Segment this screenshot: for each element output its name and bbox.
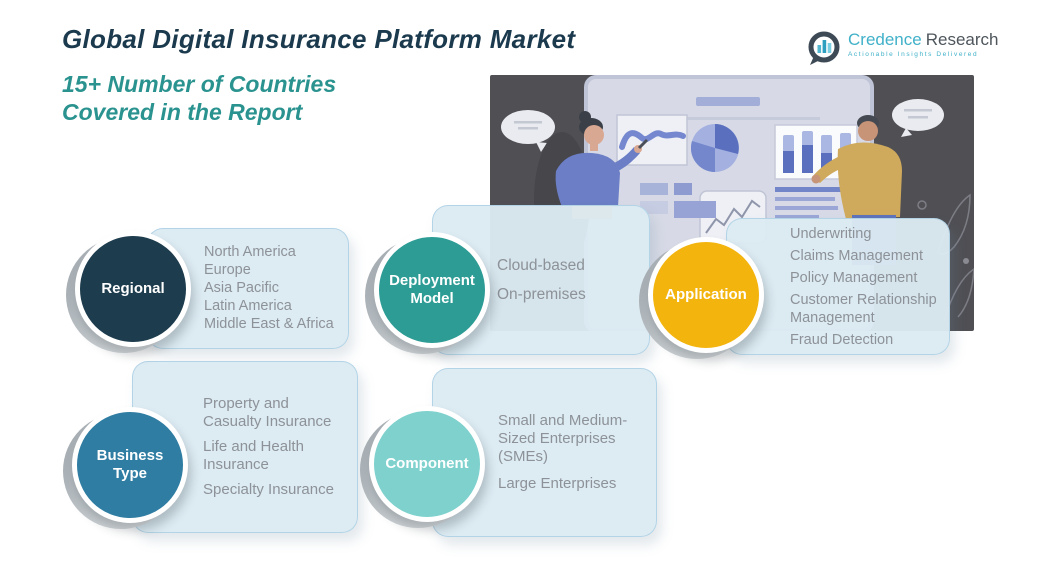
brand-secondary: Research bbox=[925, 30, 999, 49]
page-title: Global Digital Insurance Platform Market bbox=[62, 24, 576, 54]
segment-badge-business-type: Business Type bbox=[72, 407, 188, 523]
segment-badge-circle: Application bbox=[648, 237, 764, 353]
segment-item: Specialty Insurance bbox=[203, 481, 334, 498]
speech-bubble-left bbox=[501, 110, 555, 152]
segment-item: Middle East & Africa bbox=[204, 316, 334, 332]
segment-badge-circle: Business Type bbox=[72, 407, 188, 523]
segment-label: Regional bbox=[101, 280, 165, 297]
segment-badge-circle: Component bbox=[369, 406, 485, 522]
segment-item: Europe bbox=[204, 262, 251, 278]
segment-item: Policy Management bbox=[790, 269, 918, 286]
segment-item: Small and Medium-Sized Enterprises (SMEs… bbox=[498, 412, 628, 465]
segment-badge-circle: Deployment Model bbox=[374, 232, 490, 348]
segment-item: Claims Management bbox=[790, 247, 923, 264]
bar-chart-bubble-icon bbox=[808, 31, 840, 65]
segment-item: Underwriting bbox=[790, 225, 872, 242]
segment-label: Component bbox=[385, 455, 469, 472]
segment-badge-deployment-model: Deployment Model bbox=[374, 232, 490, 348]
brand-primary: Credence bbox=[848, 30, 922, 49]
segment-label: Application bbox=[665, 286, 747, 303]
page-subtitle-line-1: 15+ Number of Countries bbox=[62, 71, 337, 97]
segment-badge-component: Component bbox=[369, 406, 485, 522]
segment-label: Business Type bbox=[96, 447, 164, 482]
segment-item: Customer Relationship Management bbox=[790, 291, 937, 326]
page-subtitle: 15+ Number of Countries Covered in the R… bbox=[62, 70, 336, 126]
segment-item: On-premises bbox=[497, 286, 586, 303]
segment-item: Fraud Detection bbox=[790, 331, 894, 348]
segment-item: Large Enterprises bbox=[498, 475, 617, 492]
segment-item: Cloud-based bbox=[497, 257, 585, 274]
segment-item: Asia Pacific bbox=[204, 280, 279, 296]
segment-item: Life and Health Insurance bbox=[203, 438, 304, 473]
segment-label: Deployment Model bbox=[389, 272, 475, 307]
segment-item: North America bbox=[204, 244, 296, 260]
segment-item: Property and Casualty Insurance bbox=[203, 395, 332, 430]
page-subtitle-line-2: Covered in the Report bbox=[62, 99, 303, 125]
segment-badge-application: Application bbox=[648, 237, 764, 353]
speech-bubble-right bbox=[892, 99, 944, 137]
segment-badge-circle: Regional bbox=[75, 231, 191, 347]
segment-badge-regional: Regional bbox=[75, 231, 191, 347]
brand-tagline: Actionable Insights Delivered bbox=[848, 51, 979, 58]
segment-item: Latin America bbox=[204, 298, 292, 314]
